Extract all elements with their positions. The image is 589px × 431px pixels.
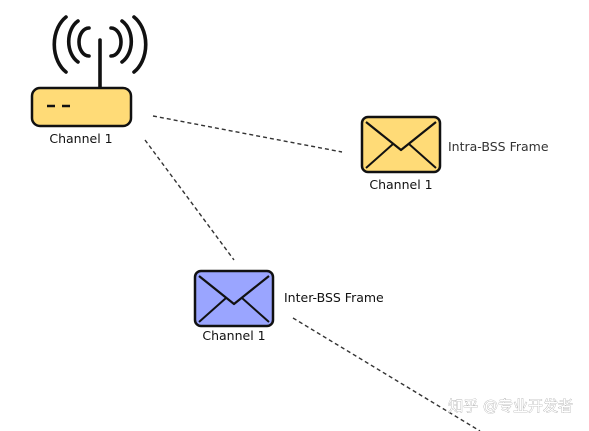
inter-frame-channel-label: Channel 1 xyxy=(202,328,265,343)
wifi-signal-icon xyxy=(52,15,148,74)
router-channel-label: Channel 1 xyxy=(49,131,112,146)
envelope-icon xyxy=(193,269,275,328)
watermark: 知乎 @专业开发者 xyxy=(448,397,573,415)
intra-bss-frame: Channel 1 Intra-BSS Frame xyxy=(360,115,549,192)
intra-bss-frame-label: Intra-BSS Frame xyxy=(448,139,549,154)
edge-inter-frame-onward xyxy=(292,317,481,431)
intra-frame-channel-label: Channel 1 xyxy=(369,177,432,192)
envelope-icon xyxy=(360,115,442,174)
inter-bss-frame: Channel 1 Inter-BSS Frame xyxy=(193,269,384,343)
inter-bss-frame-label: Inter-BSS Frame xyxy=(284,290,384,305)
router-body xyxy=(30,86,133,128)
router: Channel 1 xyxy=(30,15,148,146)
edge-router-to-inter-frame xyxy=(144,139,235,261)
edge-router-to-intra-frame xyxy=(152,115,343,153)
